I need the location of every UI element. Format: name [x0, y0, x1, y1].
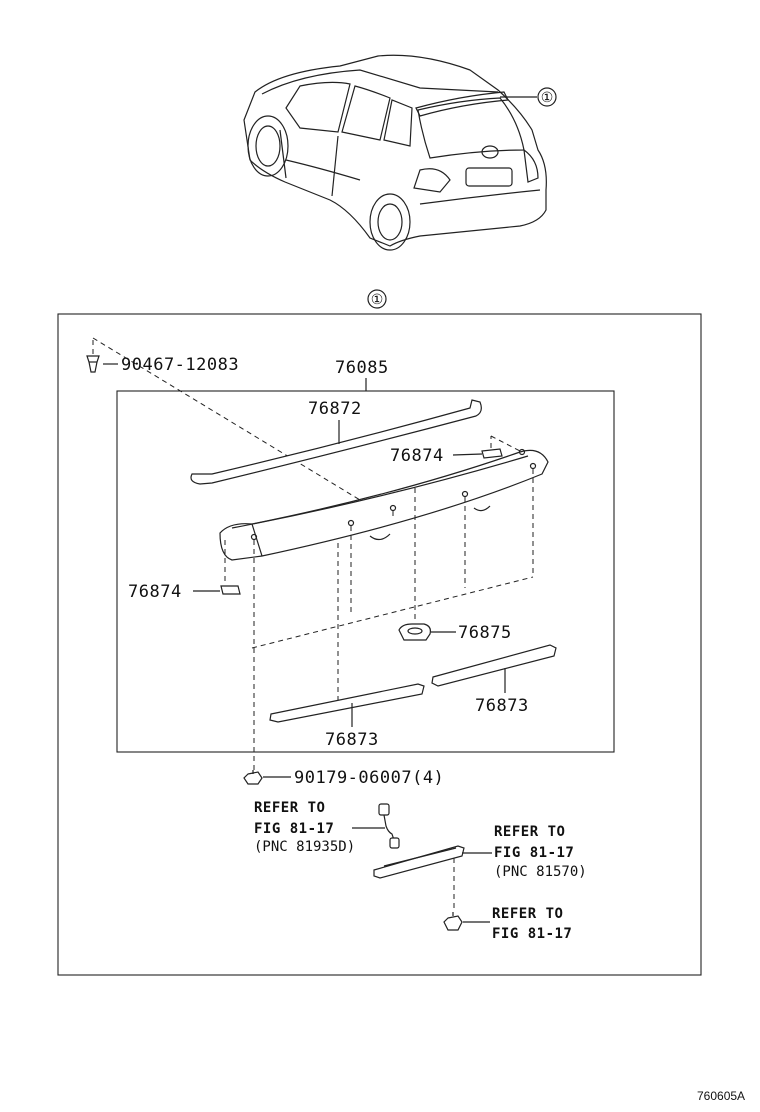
- callout-box: ①: [367, 289, 387, 309]
- refer-right-line3: (PNC 81570): [494, 864, 587, 880]
- socket-icon: [443, 912, 463, 931]
- label-76085: 76085: [335, 358, 389, 378]
- label-90467-12083: 90467-12083: [121, 355, 239, 375]
- stop-lamp-part: [373, 845, 465, 879]
- cover-right-part: [431, 644, 557, 687]
- refer-bottom-line2: FIG 81-17: [492, 926, 572, 942]
- refer-left-line3: (PNC 81935D): [254, 839, 355, 855]
- svg-text:①: ①: [541, 90, 554, 106]
- label-76873-right: 76873: [475, 696, 529, 716]
- label-76874-left: 76874: [128, 582, 182, 602]
- pad-left-part: [220, 585, 241, 595]
- outer-frame: [57, 313, 702, 976]
- label-76874-right: 76874: [390, 446, 444, 466]
- svg-text:①: ①: [371, 292, 384, 308]
- label-90179-06007: 90179-06007(4): [294, 768, 444, 788]
- nut-icon: [243, 770, 263, 785]
- grommet-part: [398, 623, 431, 641]
- label-76873-left: 76873: [325, 730, 379, 750]
- cover-left-part: [269, 683, 425, 723]
- callout-car: ①: [537, 87, 557, 107]
- label-76872: 76872: [308, 399, 362, 419]
- car-illustration: [243, 54, 547, 251]
- wire-connector-part: [378, 803, 400, 849]
- spoiler-body: [219, 448, 549, 561]
- refer-left-line2: FIG 81-17: [254, 821, 334, 837]
- moulding-part: [190, 399, 482, 485]
- clip-top-icon: [86, 355, 100, 373]
- figure-id: 760605A: [697, 1089, 745, 1103]
- refer-right-line1: REFER TO: [494, 824, 565, 840]
- refer-left-line1: REFER TO: [254, 800, 325, 816]
- label-76875: 76875: [458, 623, 512, 643]
- dash-clip-to-spoiler: [92, 337, 394, 521]
- refer-right-line2: FIG 81-17: [494, 845, 574, 861]
- pad-right-part: [481, 448, 503, 459]
- refer-bottom-line1: REFER TO: [492, 906, 563, 922]
